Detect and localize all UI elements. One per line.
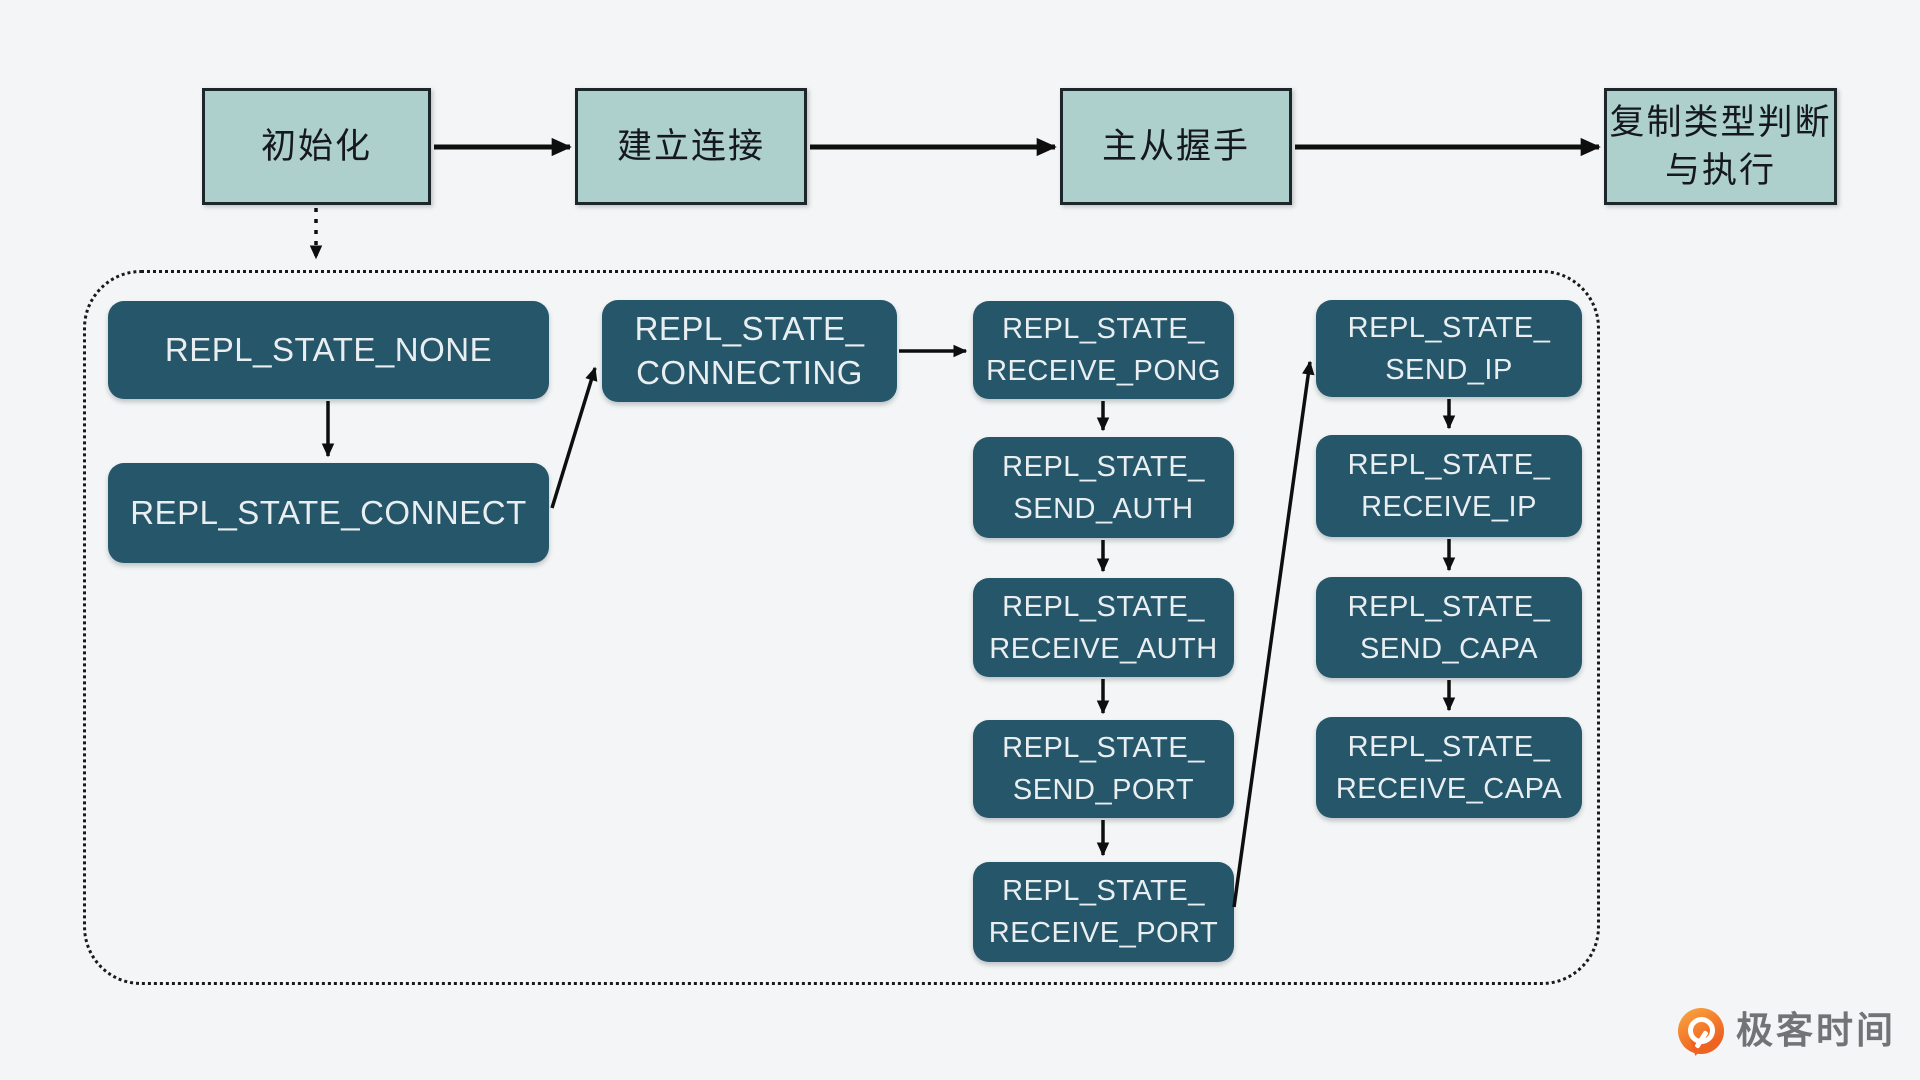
- state-box-label-line2: RECEIVE_CAPA: [1335, 772, 1563, 805]
- flow-box-label-line2: 与执行: [1664, 150, 1776, 190]
- state-box-label-line1: REPL_STATE_: [1347, 311, 1551, 344]
- state-box-label-line1: REPL_STATE_: [1002, 732, 1205, 764]
- flow-box-label: 初始化: [260, 126, 372, 166]
- state-box-label-line2: SEND_PORT: [1012, 774, 1195, 806]
- state-box-repl-state-connect: REPL_STATE_CONNECT: [108, 463, 549, 563]
- state-box-repl-state-receive-capa: REPL_STATE_ RECEIVE_CAPA: [1316, 717, 1582, 818]
- state-box-label-line1: REPL_STATE_: [1002, 450, 1205, 483]
- state-box-label-line1: REPL_STATE_: [634, 310, 865, 347]
- state-box-label-line2: CONNECTING: [636, 354, 863, 391]
- geektime-logo: 极客时间: [1678, 1008, 1896, 1067]
- state-box-label-line1: REPL_STATE_: [1347, 449, 1551, 481]
- state-box-label-line2: RECEIVE_PORT: [988, 917, 1219, 949]
- state-box-label-line1: REPL_STATE_: [1002, 313, 1205, 345]
- geektime-pin-icon: [1678, 1008, 1724, 1067]
- state-box-repl-state-receive-pong: REPL_STATE_ RECEIVE_PONG: [973, 301, 1234, 399]
- state-box-label: REPL_STATE_CONNECT: [130, 494, 527, 531]
- state-box-label-line2: RECEIVE_AUTH: [989, 632, 1218, 665]
- flow-box-master-slave-handshake: 主从握手: [1060, 88, 1292, 205]
- state-box-repl-state-none: REPL_STATE_NONE: [108, 301, 549, 399]
- state-box-label: REPL_STATE_NONE: [164, 331, 493, 368]
- state-box-repl-state-send-port: REPL_STATE_ SEND_PORT: [973, 720, 1234, 818]
- state-box-label-line2: SEND_CAPA: [1359, 632, 1539, 665]
- state-box-label-line1: REPL_STATE_: [1347, 730, 1551, 763]
- state-box-repl-state-receive-ip: REPL_STATE_ RECEIVE_IP: [1316, 435, 1582, 537]
- state-box-label-line2: SEND_AUTH: [1013, 492, 1194, 525]
- state-box-label-line1: REPL_STATE_: [1002, 875, 1205, 907]
- state-box-label-line2: SEND_IP: [1385, 353, 1513, 386]
- flow-box-establish-connection: 建立连接: [575, 88, 807, 205]
- state-box-repl-state-receive-port: REPL_STATE_ RECEIVE_PORT: [973, 862, 1234, 962]
- state-box-repl-state-send-capa: REPL_STATE_ SEND_CAPA: [1316, 577, 1582, 678]
- flow-box-label: 建立连接: [616, 126, 765, 166]
- state-box-label-line1: REPL_STATE_: [1347, 590, 1551, 623]
- flow-box-label: 主从握手: [1101, 126, 1250, 166]
- state-box-label-line2: RECEIVE_PONG: [986, 355, 1221, 387]
- state-box-label-line1: REPL_STATE_: [1002, 590, 1205, 623]
- state-box-repl-state-send-ip: REPL_STATE_ SEND_IP: [1316, 300, 1582, 397]
- flow-box-init: 初始化: [202, 88, 431, 205]
- flow-box-label-line1: 复制类型判断: [1609, 102, 1832, 142]
- flow-box-replication-type-exec: 复制类型判断 与执行: [1604, 88, 1837, 205]
- state-box-repl-state-send-auth: REPL_STATE_ SEND_AUTH: [973, 437, 1234, 538]
- state-box-repl-state-receive-auth: REPL_STATE_ RECEIVE_AUTH: [973, 578, 1234, 677]
- state-box-repl-state-connecting: REPL_STATE_ CONNECTING: [602, 300, 897, 402]
- state-machine-frame: [83, 270, 1600, 985]
- geektime-logo-text: 极客时间: [1736, 1010, 1896, 1051]
- state-box-label-line2: RECEIVE_IP: [1361, 491, 1537, 523]
